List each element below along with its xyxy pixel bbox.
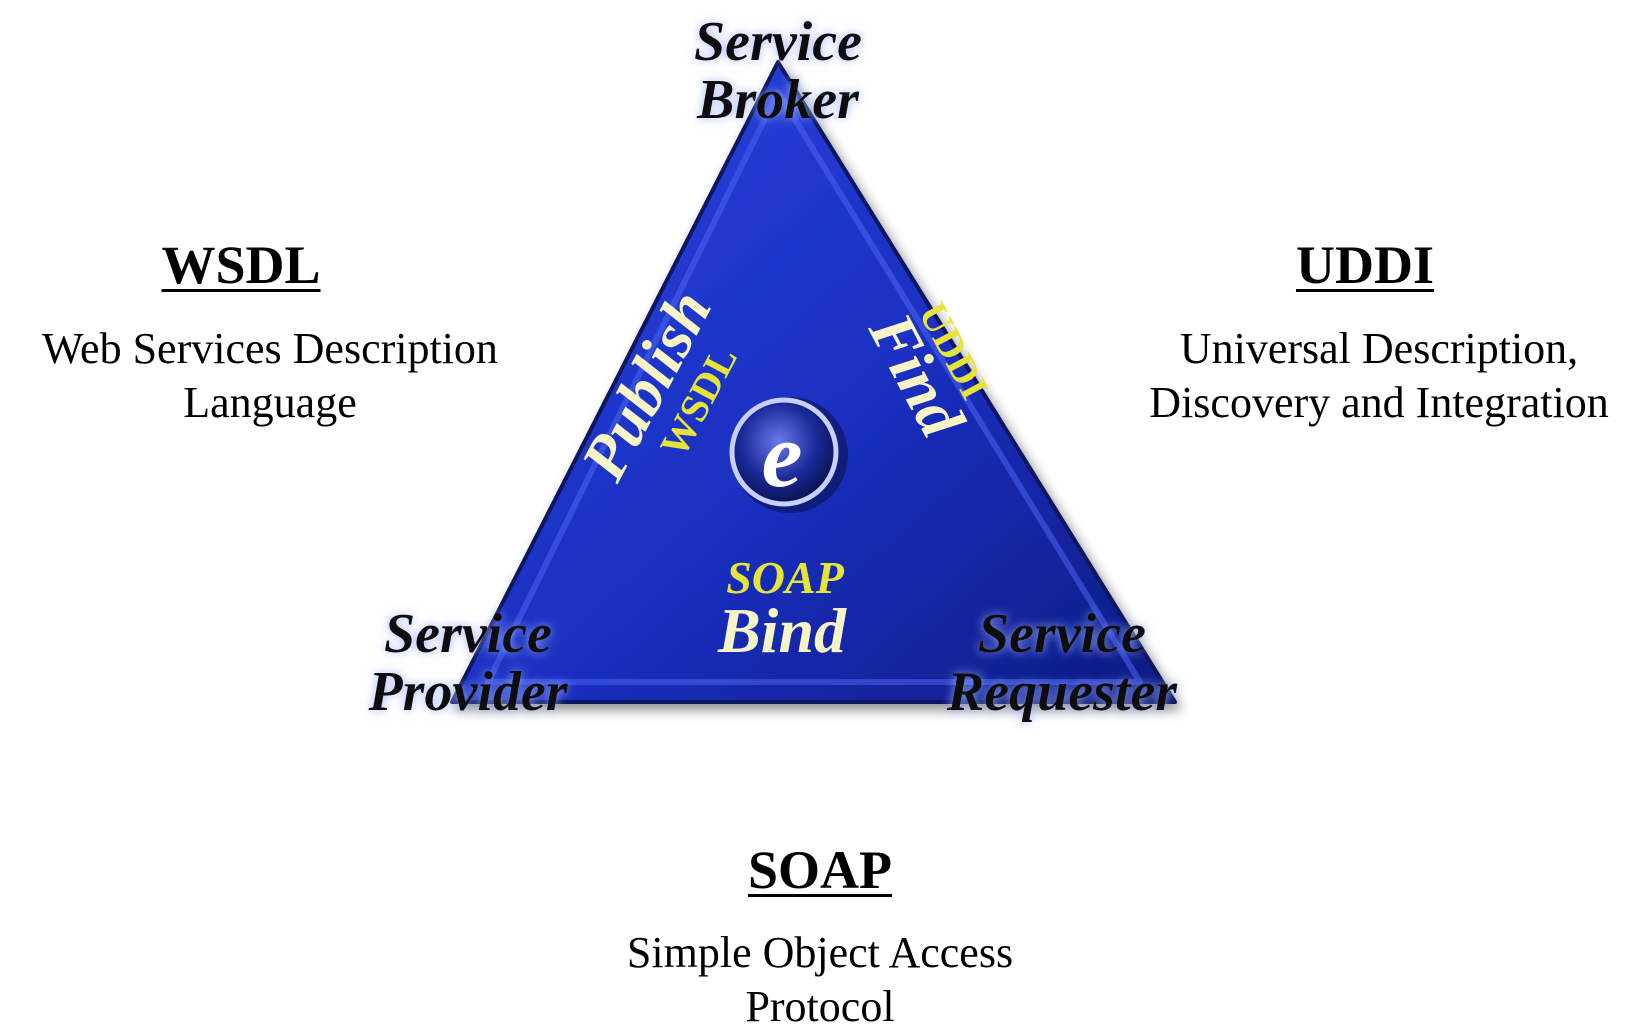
service-broker-line-2: Broker [696, 69, 860, 131]
service-requester-line-2: Requester [946, 661, 1178, 723]
soap-description: Simple Object Access Protocol [580, 926, 1060, 1034]
service-broker-label: Service Broker [694, 11, 862, 131]
service-provider-label: Service Provider [367, 603, 568, 723]
uddi-description-line-2: Discovery and Integration [1149, 378, 1609, 427]
uddi-description-line-1: Universal Description, [1179, 324, 1579, 373]
soap-description-line-1: Simple Object Access [626, 928, 1014, 977]
soap-heading: SOAP [747, 840, 893, 900]
triangle-highlight [485, 89, 1143, 685]
bind-edge-label: SOAP Bind [717, 552, 847, 666]
service-provider-line-2: Provider [367, 661, 568, 723]
service-broker-line-1: Service [694, 11, 862, 73]
wsdl-description-line-2: Language [183, 378, 357, 427]
bind-verb: Bind [717, 595, 847, 666]
uddi-heading: UDDI [1295, 235, 1434, 295]
wsdl-description-line-1: Web Services Description [42, 324, 498, 373]
web-services-triangle-diagram: Service Broker Service Provider Service … [367, 11, 1178, 723]
soap-description-line-2: Protocol [745, 982, 895, 1031]
service-provider-line-1: Service [384, 603, 552, 665]
wsdl-description: Web Services Description Language [10, 322, 530, 430]
service-requester-label: Service Requester [946, 603, 1178, 723]
e-logo-letter: e [762, 404, 803, 506]
bind-protocol: SOAP [726, 552, 844, 603]
uddi-description: Universal Description, Discovery and Int… [1120, 322, 1638, 430]
service-requester-line-1: Service [978, 603, 1146, 665]
triangle-shape [450, 60, 1177, 704]
e-logo: e [729, 397, 848, 513]
wsdl-heading: WSDL [161, 235, 321, 295]
